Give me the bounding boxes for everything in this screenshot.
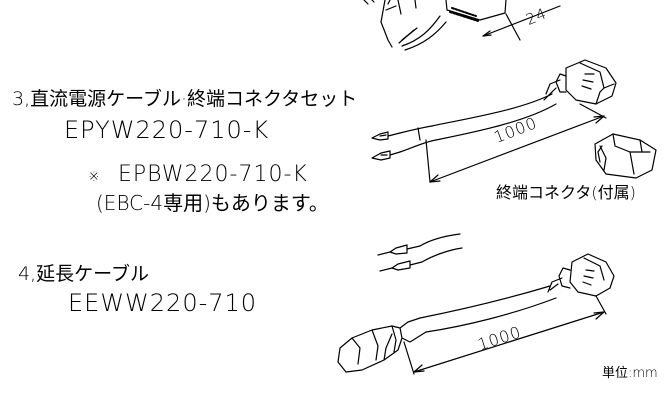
item3-note-text: (EBC-4専用)もあります。	[96, 191, 329, 215]
item4-code: EEWW220-710	[68, 289, 258, 317]
extension-cable-drawing	[337, 253, 615, 375]
note-mark: ※	[88, 169, 100, 185]
extension-connector-right	[547, 253, 615, 297]
terminal-connector-drawing	[594, 133, 657, 179]
item4-title: 4,延長ケーブル	[18, 263, 149, 285]
top-partial-drawing	[363, 0, 561, 51]
extension-connector-left	[337, 317, 427, 373]
power-supply-box	[445, 0, 507, 22]
terminal-connector-label: 終端コネクタ(付属)	[496, 183, 636, 202]
dc-cable-drawing	[371, 59, 617, 183]
item3-note-code: EPBW220-710-K	[118, 162, 308, 187]
item3-code: EPYW220-710-K	[64, 116, 270, 144]
unit-label: 単位:mm	[602, 366, 658, 381]
item3-title: 3,直流電源ケーブル·終端コネクタセット	[12, 88, 358, 110]
dc-connector-head	[543, 59, 617, 105]
wire-pair-drawing	[377, 233, 463, 272]
